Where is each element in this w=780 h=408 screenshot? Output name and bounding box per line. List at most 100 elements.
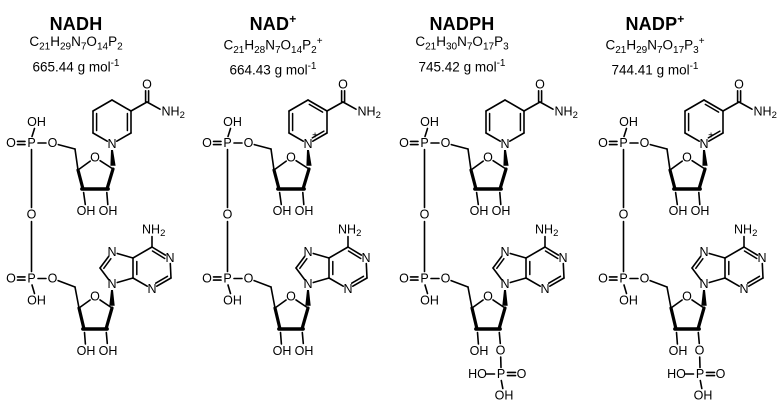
formula-segment: 14 bbox=[291, 45, 303, 57]
bond bbox=[492, 267, 503, 281]
atom-label-oh: OH bbox=[470, 344, 489, 358]
molecule-name-charge: + bbox=[289, 12, 297, 26]
molar-mass-exponent: -1 bbox=[307, 61, 317, 73]
bond bbox=[698, 191, 701, 206]
bond bbox=[328, 277, 344, 287]
bond bbox=[743, 250, 758, 260]
atom-label-p: P bbox=[223, 136, 231, 150]
formula-charge: + bbox=[698, 36, 705, 47]
wedge-bond bbox=[109, 290, 115, 306]
atom-label-p: P bbox=[619, 136, 627, 150]
atom-label-oh: OH bbox=[669, 344, 688, 358]
formula-segment: 2 bbox=[311, 45, 317, 57]
molecule-name-text: NADPH bbox=[429, 14, 495, 34]
molar-mass-exponent: -1 bbox=[496, 57, 506, 69]
atom-label-o: O bbox=[202, 136, 212, 150]
bond bbox=[169, 262, 172, 279]
atom-label-o: O bbox=[399, 136, 409, 150]
bond bbox=[311, 130, 325, 139]
formula-segment: 29 bbox=[636, 45, 648, 57]
bond bbox=[295, 159, 310, 170]
wedge-bond bbox=[306, 150, 312, 166]
formula-segment: P bbox=[494, 34, 504, 49]
atom-label-o: O bbox=[286, 290, 296, 304]
bond bbox=[273, 160, 287, 171]
bond bbox=[116, 277, 134, 284]
atom-label-o: O bbox=[48, 136, 58, 150]
molecule-header-nad-plus: NAD+C21H28N7O14P2+664.43 g mol-1 bbox=[193, 9, 353, 79]
atom-label-o: O bbox=[6, 136, 16, 150]
atom-label-o: O bbox=[399, 272, 409, 286]
atom-label-oh: OH bbox=[691, 204, 710, 218]
molecule-name-text: NADP bbox=[625, 14, 678, 34]
bond bbox=[492, 255, 503, 269]
atom-label-oh: OH bbox=[27, 294, 46, 308]
positive-charge-label: + bbox=[708, 130, 714, 141]
bond bbox=[547, 275, 562, 284]
molecule-name: NADP+ bbox=[575, 9, 735, 34]
wedge-bond bbox=[503, 150, 509, 166]
bond bbox=[57, 143, 76, 150]
bond bbox=[83, 331, 87, 345]
bond bbox=[328, 246, 349, 259]
bond bbox=[761, 262, 764, 279]
bond bbox=[669, 306, 678, 331]
bond bbox=[703, 99, 724, 112]
bond bbox=[295, 299, 309, 309]
formula-segment: 21 bbox=[425, 41, 437, 53]
bond bbox=[748, 277, 764, 287]
bond bbox=[695, 257, 704, 270]
bond bbox=[497, 306, 507, 331]
atom-label-n: N bbox=[107, 245, 116, 259]
wedge-bond bbox=[702, 150, 708, 166]
formula-segment: C bbox=[415, 34, 426, 49]
formula-segment: 7 bbox=[80, 41, 87, 53]
bond bbox=[31, 127, 36, 138]
atom-label-o: O bbox=[338, 78, 348, 92]
molecule-name-text: NADH bbox=[49, 14, 103, 34]
bond bbox=[350, 275, 365, 284]
bond bbox=[154, 275, 169, 284]
bond bbox=[467, 286, 473, 309]
atom-label-p: P bbox=[696, 367, 704, 381]
formula-segment: 3 bbox=[693, 45, 699, 57]
bond bbox=[697, 331, 701, 345]
bond bbox=[450, 279, 469, 288]
bond bbox=[743, 246, 759, 256]
bond bbox=[707, 130, 721, 139]
atom-label-o: O bbox=[535, 78, 545, 92]
atom-label-p: P bbox=[27, 136, 35, 150]
bond bbox=[504, 99, 525, 112]
atom-label-o: O bbox=[734, 78, 744, 92]
atom-label-o: O bbox=[441, 272, 451, 286]
atom-label-n: N bbox=[361, 251, 370, 265]
formula-segment: P bbox=[302, 37, 312, 53]
atom-label-o: O bbox=[640, 272, 650, 286]
atom-label-p: P bbox=[420, 136, 428, 150]
molecule-name: NADH bbox=[0, 9, 156, 34]
atom-label-o: O bbox=[483, 151, 493, 165]
molar-mass: 664.43 g mol-1 bbox=[193, 59, 353, 79]
formula-segment: C bbox=[29, 34, 40, 49]
atom-label-o: O bbox=[640, 136, 650, 150]
molecule-name-charge: + bbox=[677, 12, 685, 26]
wedge-bond bbox=[502, 290, 508, 306]
formula-segment: 7 bbox=[656, 45, 663, 57]
bond bbox=[469, 168, 478, 191]
bond bbox=[509, 252, 527, 259]
bond bbox=[666, 286, 672, 309]
atom-label-oh: OH bbox=[420, 294, 439, 308]
formula-segment: C bbox=[605, 37, 616, 53]
atom-label-nh2: NH2 bbox=[535, 223, 558, 239]
bond bbox=[669, 160, 683, 171]
atom-label-o: O bbox=[286, 151, 296, 165]
atom-label-o: O bbox=[441, 136, 451, 150]
atom-label-oh: OH bbox=[273, 344, 292, 358]
atom-label-oh: OH bbox=[27, 115, 46, 129]
bond bbox=[295, 267, 306, 281]
bond bbox=[525, 246, 546, 259]
atom-label-nh2: NH2 bbox=[338, 223, 361, 239]
